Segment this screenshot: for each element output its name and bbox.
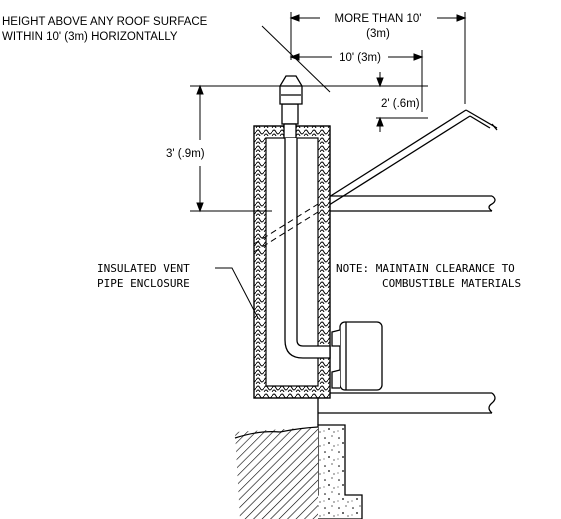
label-height-above-line2: WITHIN 10' (3m) HORIZONTALLY xyxy=(2,31,178,43)
label-enclosure-line2: PIPE ENCLOSURE xyxy=(97,277,190,290)
dimension-2ft xyxy=(302,72,428,132)
ceiling-line xyxy=(318,195,496,212)
label-note-line2: COMBUSTIBLE MATERIALS xyxy=(382,277,521,290)
label-more-than-10ft-metric: (3m) xyxy=(366,28,390,40)
dimension-3ft xyxy=(190,84,280,213)
vent-cap xyxy=(279,75,303,105)
dimension-10ft xyxy=(289,50,424,112)
label-10ft: 10' (3m) xyxy=(339,52,381,64)
leader-height-above xyxy=(261,25,331,93)
label-2ft: 2' (.6m) xyxy=(381,98,420,110)
leader-enclosure xyxy=(215,267,259,319)
label-note-line1: NOTE: MAINTAIN CLEARANCE TO xyxy=(336,262,515,275)
vent-pipe xyxy=(281,103,331,359)
dimension-more-than-10ft xyxy=(289,12,467,104)
label-enclosure-line1: INSULATED VENT xyxy=(97,262,190,275)
label-more-than-10ft: MORE THAN 10' xyxy=(335,13,422,25)
label-3ft: 3' (.9m) xyxy=(166,148,205,160)
label-height-above-line1: HEIGHT ABOVE ANY ROOF SURFACE xyxy=(2,16,208,28)
appliance xyxy=(331,321,383,391)
foundation xyxy=(234,424,363,519)
roof xyxy=(317,109,498,213)
floor xyxy=(318,392,496,414)
roof-projection-dashed xyxy=(253,203,319,253)
